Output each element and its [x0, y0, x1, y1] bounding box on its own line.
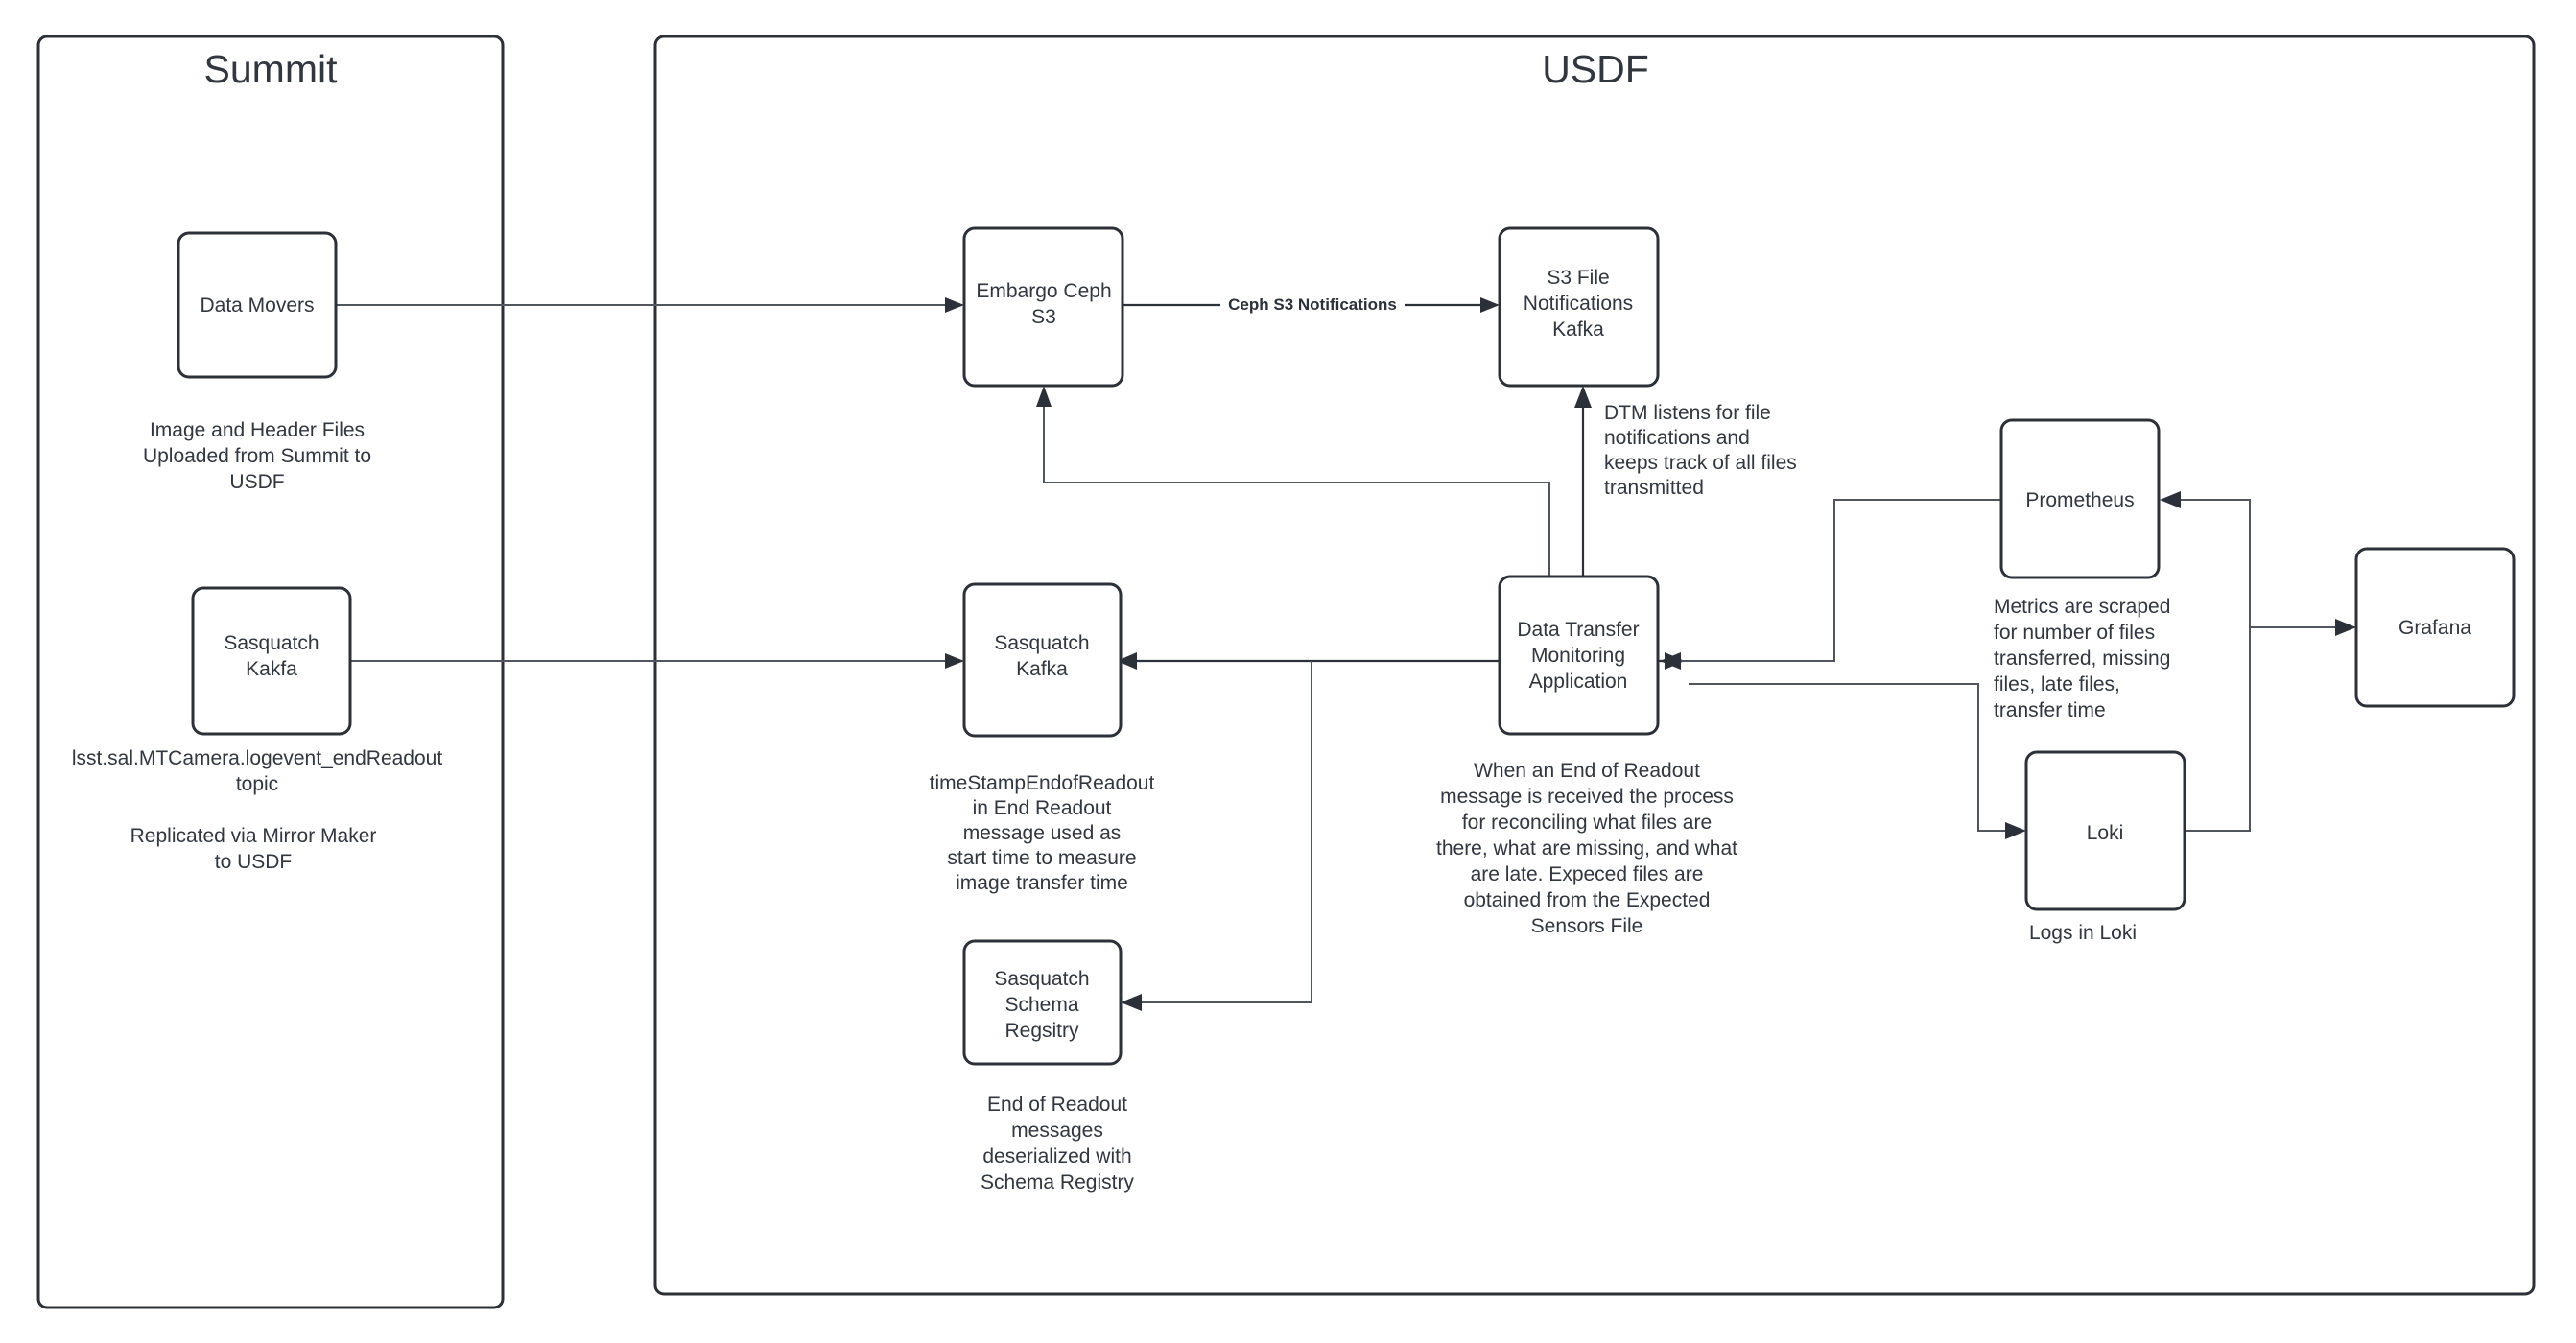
- caption-sasquatch-kafka-summit: lsst.sal.MTCamera.logevent_endReadout to…: [72, 747, 443, 873]
- embargo-ceph-s3-label: Embargo Ceph: [976, 280, 1111, 302]
- caption-line: USDF: [229, 471, 284, 493]
- caption-line: message used as: [963, 822, 1122, 844]
- caption-line: transferred, missing: [1994, 648, 2170, 670]
- node-data-transfer-monitoring-application[interactable]: Data Transfer Monitoring Application: [1498, 575, 1660, 736]
- caption-line: are late. Expeced files are: [1471, 863, 1704, 885]
- caption-line: Uploaded from Summit to: [143, 445, 371, 467]
- node-prometheus[interactable]: Prometheus: [1999, 418, 2161, 579]
- s3-file-notifications-kafka-label: Notifications: [1524, 293, 1633, 315]
- caption-line: Metrics are scraped: [1994, 596, 2170, 618]
- edge-dtm-to-s3-file-notifications-kafka: [1574, 386, 1592, 576]
- caption-prometheus-metrics: Metrics are scraped for number of files …: [1994, 596, 2170, 721]
- caption-sasquatch-kafka-usdf: timeStampEndofReadout in End Readout mes…: [930, 772, 1155, 894]
- caption-line: lsst.sal.MTCamera.logevent_endReadout: [72, 747, 443, 769]
- caption-line: timeStampEndofReadout: [930, 772, 1155, 794]
- node-sasquatch-kafka-usdf[interactable]: Sasquatch Kafka: [962, 582, 1123, 738]
- s3-file-notifications-kafka-label: S3 File: [1547, 267, 1609, 289]
- caption-line: End of Readout: [987, 1094, 1127, 1116]
- caption-line: there, what are missing, and what: [1436, 837, 1737, 860]
- caption-line: When an End of Readout: [1474, 760, 1700, 782]
- sasquatch-kafka-usdf-label: Sasquatch: [994, 632, 1089, 654]
- caption-line: messages: [1011, 1119, 1103, 1142]
- sasquatch-schema-registry-label: Sasquatch: [994, 968, 1089, 990]
- caption-line: for reconciling what files are: [1462, 812, 1712, 834]
- edge-label-ceph-s3-notifications: Ceph S3 Notifications: [1228, 295, 1397, 314]
- grafana-label: Grafana: [2399, 617, 2471, 639]
- caption-line: files, late files,: [1994, 673, 2120, 695]
- sasquatch-kafka-usdf-rect[interactable]: [962, 582, 1123, 738]
- data-movers-rect[interactable]: [177, 231, 338, 379]
- dtm-label: Data Transfer: [1517, 619, 1639, 641]
- caption-line: obtained from the Expected: [1464, 889, 1711, 911]
- dtm-label: Application: [1529, 671, 1628, 693]
- caption-line: Image and Header Files: [150, 419, 365, 441]
- sasquatch-schema-registry-label: Regsitry: [1004, 1020, 1079, 1042]
- caption-sasquatch-schema-registry: End of Readout messages deserialized wit…: [981, 1094, 1134, 1193]
- caption-line: Logs in Loki: [2029, 922, 2137, 944]
- caption-line: in End Readout: [973, 797, 1112, 819]
- caption-line: Replicated via Mirror Maker: [130, 825, 377, 847]
- edge-dtm-to-embargo-ceph-s3: [1036, 386, 1550, 576]
- edge-data-movers-to-embargo-ceph-s3: [336, 297, 964, 313]
- loki-label: Loki: [2087, 822, 2124, 844]
- caption-line: notifications and: [1604, 427, 1750, 449]
- node-s3-file-notifications-kafka[interactable]: S3 File Notifications Kafka: [1498, 226, 1660, 388]
- embargo-ceph-s3-label: S3: [1031, 306, 1056, 328]
- summit-title: Summit: [204, 47, 339, 91]
- dtm-label: Monitoring: [1531, 645, 1625, 667]
- caption-line: image transfer time: [956, 872, 1128, 894]
- prometheus-rect[interactable]: [1999, 418, 2161, 579]
- sasquatch-kafka-summit-label: Sasquatch: [224, 632, 319, 654]
- sasquatch-kafka-summit-rect[interactable]: [191, 586, 352, 736]
- caption-line: DTM listens for file: [1604, 402, 1771, 424]
- caption-loki-logs: Logs in Loki: [2029, 922, 2137, 944]
- edge-dtm-to-loki: [1689, 683, 2026, 839]
- data-transfer-monitoring-application-rect[interactable]: [1498, 575, 1660, 736]
- sasquatch-schema-registry-label: Schema: [1004, 994, 1078, 1016]
- edge-prometheus-to-dtm: [1660, 499, 2024, 670]
- caption-line: message is received the process: [1440, 786, 1734, 808]
- node-grafana[interactable]: Grafana: [2354, 547, 2516, 708]
- caption-line: transfer time: [1994, 699, 2106, 721]
- prometheus-label: Prometheus: [2025, 489, 2134, 511]
- caption-line: transmitted: [1604, 477, 1704, 499]
- caption-line: Schema Registry: [981, 1171, 1134, 1193]
- edge-label-backdrop: [1220, 292, 1405, 318]
- usdf-title: USDF: [1542, 47, 1649, 91]
- caption-line: to USDF: [215, 851, 293, 873]
- sasquatch-kafka-usdf-label: Kafka: [1016, 658, 1068, 680]
- loki-rect[interactable]: [2024, 750, 2186, 911]
- node-loki[interactable]: Loki: [2024, 750, 2186, 911]
- node-embargo-ceph-s3[interactable]: Embargo Ceph S3: [962, 226, 1124, 388]
- edge-metrics-logs-to-grafana: [2160, 491, 2356, 832]
- grafana-rect[interactable]: [2354, 547, 2516, 708]
- node-data-movers[interactable]: Data Movers: [177, 231, 338, 379]
- caption-data-movers: Image and Header Files Uploaded from Sum…: [143, 419, 371, 493]
- caption-line: for number of files: [1994, 622, 2155, 644]
- embargo-ceph-s3-rect[interactable]: [962, 226, 1124, 388]
- caption-line: keeps track of all files: [1604, 452, 1797, 474]
- edge-sasquatch-kafka-usdf-to-schema-registry: [1121, 661, 1312, 1011]
- caption-line: deserialized with: [982, 1145, 1131, 1167]
- caption-line: start time to measure: [947, 847, 1136, 869]
- data-movers-label: Data Movers: [200, 295, 314, 317]
- edge-sasquatch-kafka-summit-to-usdf: [350, 653, 964, 669]
- edge-embargo-ceph-s3-to-s3-file-notifications-kafka: Ceph S3 Notifications: [1123, 292, 1500, 318]
- caption-dtm-process: When an End of Readout message is receiv…: [1436, 760, 1737, 937]
- node-sasquatch-kafka-summit[interactable]: Sasquatch Kakfa: [191, 586, 352, 736]
- caption-line: topic: [236, 773, 278, 795]
- caption-dtm-listens: DTM listens for file notifications and k…: [1604, 402, 1797, 499]
- node-sasquatch-schema-registry[interactable]: Sasquatch Schema Regsitry: [962, 939, 1123, 1066]
- s3-file-notifications-kafka-label: Kafka: [1552, 318, 1604, 341]
- s3-file-notifications-kafka-rect[interactable]: [1498, 226, 1660, 388]
- sasquatch-schema-registry-rect[interactable]: [962, 939, 1123, 1066]
- caption-line: Sensors File: [1531, 915, 1643, 937]
- sasquatch-kafka-summit-label: Kakfa: [246, 658, 297, 680]
